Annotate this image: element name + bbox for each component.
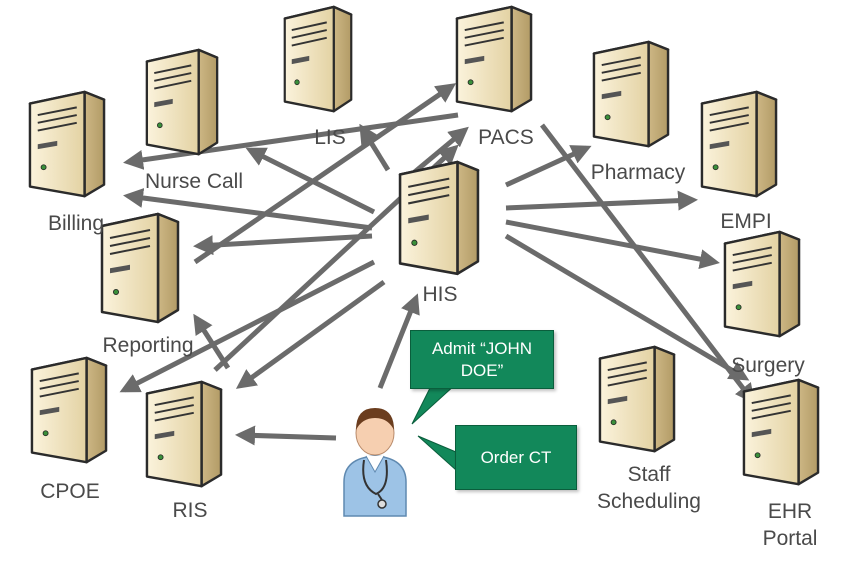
arrow-his-to-ris xyxy=(235,279,386,389)
label-nurse-call: Nurse Call xyxy=(144,170,244,193)
arrow-his-to-reporting xyxy=(193,233,373,256)
callout-order-ct: Order CT xyxy=(455,425,577,490)
label-ris: RIS xyxy=(172,499,208,522)
label-staff-scheduling: Staff Scheduling xyxy=(597,463,701,513)
arrow-his-to-cpoe xyxy=(119,259,376,393)
arrow-doctor-to-ris xyxy=(235,425,337,446)
label-his: HIS xyxy=(422,283,458,306)
arrow-his-to-billing xyxy=(123,188,373,231)
arrow-pacs-to-ehr-portal xyxy=(540,123,756,404)
arrow-his-to-pharmacy xyxy=(504,145,592,188)
arrow-ris-to-reporting xyxy=(193,313,231,370)
label-ehr-portal: EHR Portal xyxy=(762,500,818,550)
label-reporting: Reporting xyxy=(102,334,194,357)
arrow-his-to-ehr-portal xyxy=(504,233,750,381)
arrow-pacs-to-billing xyxy=(123,112,459,170)
label-billing: Billing xyxy=(47,212,105,235)
doctor-icon xyxy=(343,408,407,517)
label-pacs: PACS xyxy=(478,126,534,149)
arrow-reporting-to-pacs xyxy=(193,83,457,265)
arrow-his-to-lis xyxy=(359,123,391,172)
callout-admit: Admit “JOHN DOE” xyxy=(410,330,554,389)
label-pharmacy: Pharmacy xyxy=(590,161,686,184)
arrow-his-to-surgery xyxy=(505,219,720,270)
label-cpoe: CPOE xyxy=(40,480,100,503)
label-empi: EMPI xyxy=(720,210,772,233)
label-surgery: Surgery xyxy=(731,354,805,377)
arrow-doctor-to-his xyxy=(377,293,420,389)
label-lis: LIS xyxy=(314,126,346,149)
